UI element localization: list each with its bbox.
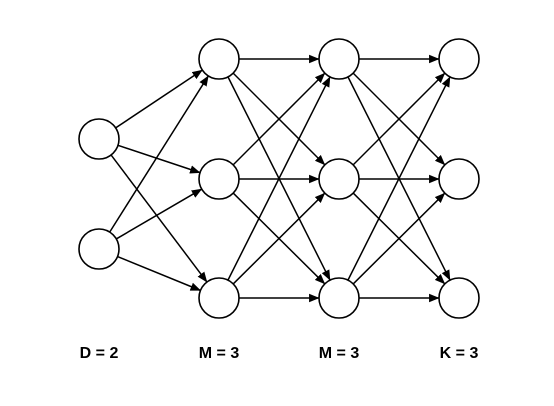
connection-arrow-hidden-2-2-to-output-1 xyxy=(352,72,446,166)
neuron-hidden-2-2 xyxy=(318,158,360,200)
neuron-output-3 xyxy=(438,277,480,319)
layer-label-hidden-1: M = 3 xyxy=(199,345,240,362)
neuron-output-1 xyxy=(438,38,480,80)
neurons xyxy=(78,38,480,319)
neuron-input-2 xyxy=(78,228,120,270)
connections xyxy=(109,54,451,303)
connection-arrow-input-2-to-hidden-1-1 xyxy=(109,75,209,233)
layer-labels: D = 2 M = 3 M = 3 K = 3 xyxy=(80,345,479,362)
neuron-hidden-1-2 xyxy=(198,158,240,200)
connection-arrow-hidden-2-3-to-output-2 xyxy=(352,192,446,285)
neuron-hidden-1-1 xyxy=(198,38,240,80)
connection-arrow-hidden-2-3-to-output-1 xyxy=(347,76,451,281)
connection-arrow-input-1-to-hidden-1-1 xyxy=(115,69,203,129)
connection-arrow-input-1-to-hidden-1-3 xyxy=(110,154,208,283)
neuron-input-1 xyxy=(78,118,120,160)
connection-arrow-input-1-to-hidden-1-2 xyxy=(117,144,201,174)
connection-arrow-hidden-1-2-to-hidden-2-1 xyxy=(232,72,326,166)
layer-label-output: K = 3 xyxy=(440,345,479,362)
neuron-hidden-2-3 xyxy=(318,277,360,319)
connection-arrow-input-2-to-hidden-1-2 xyxy=(115,188,203,240)
layer-label-hidden-2: M = 3 xyxy=(319,345,360,362)
layer-label-input: D = 2 xyxy=(80,345,119,362)
neuron-output-2 xyxy=(438,158,480,200)
neuron-hidden-1-3 xyxy=(198,277,240,319)
connection-arrow-input-2-to-hidden-1-3 xyxy=(117,255,201,291)
neuron-hidden-2-1 xyxy=(318,38,360,80)
connection-arrow-hidden-1-3-to-hidden-2-1 xyxy=(227,76,331,281)
connection-arrow-hidden-1-3-to-hidden-2-2 xyxy=(232,192,326,285)
